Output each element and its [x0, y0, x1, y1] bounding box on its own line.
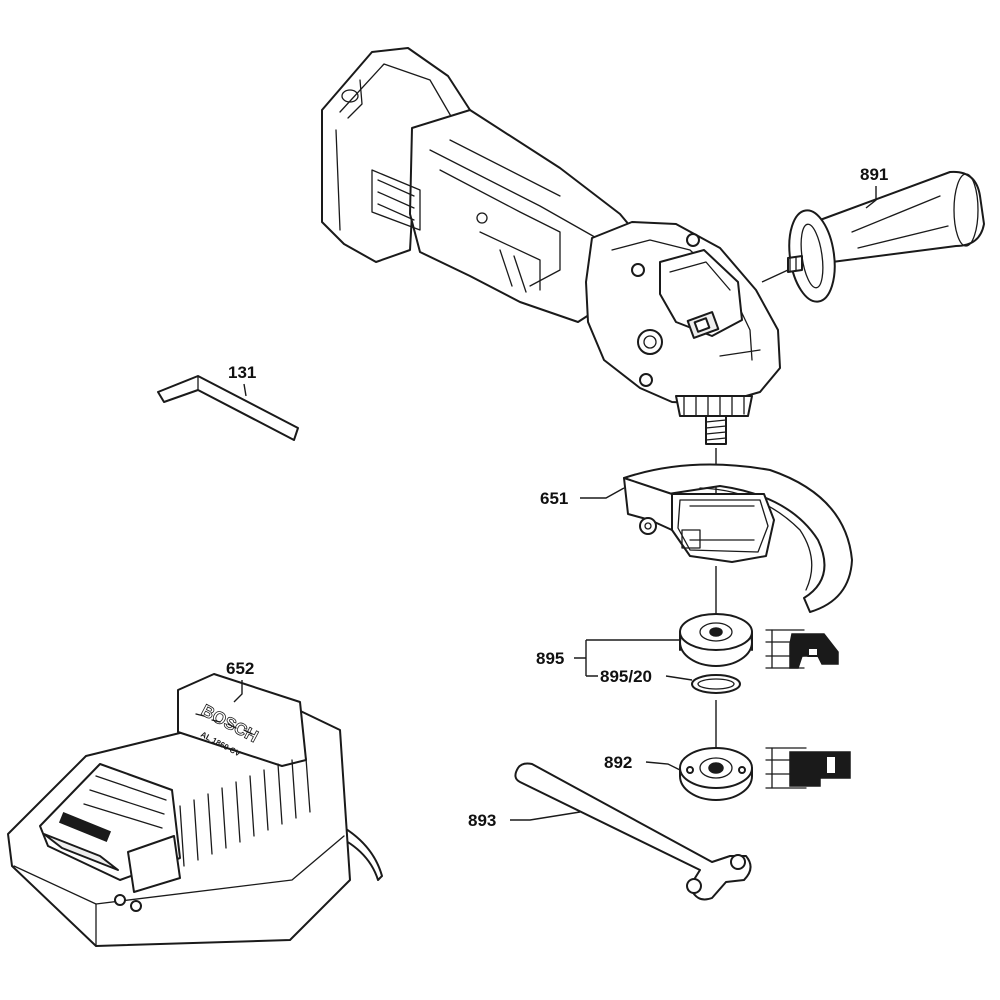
callout-895-20: 895/20	[600, 667, 652, 686]
auxiliary-handle	[761, 170, 985, 303]
battery-charger: BOSCH AL 1860 CV	[7, 673, 383, 947]
o-ring	[691, 674, 741, 694]
wheel-guard	[623, 463, 853, 613]
leader-lines	[233, 186, 877, 821]
callout-891: 891	[860, 165, 888, 184]
nut-section-profile	[765, 747, 851, 789]
callout-893: 893	[468, 811, 496, 830]
hex-key	[157, 375, 299, 441]
callout-131: 131	[228, 363, 256, 382]
callout-651: 651	[540, 489, 568, 508]
callout-895: 895	[536, 649, 564, 668]
callout-892: 892	[604, 753, 632, 772]
clamping-nut	[679, 747, 753, 801]
angle-grinder-body	[321, 47, 781, 445]
spanner-wrench	[514, 762, 752, 901]
mounting-flange	[679, 613, 753, 667]
flange-section-profile	[765, 629, 839, 669]
callout-652: 652	[226, 659, 254, 678]
